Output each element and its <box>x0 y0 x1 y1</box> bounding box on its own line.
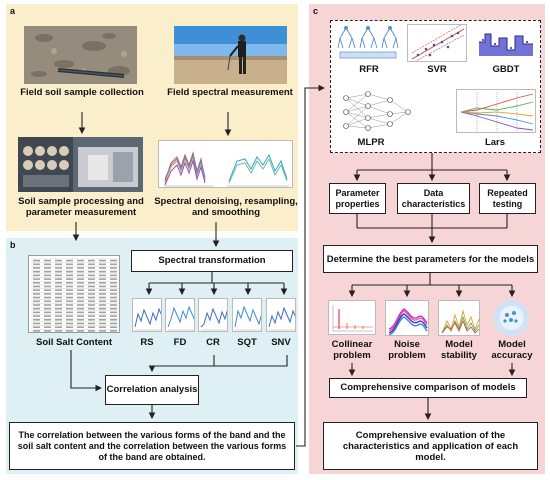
collinear-problem-thumbnail <box>328 300 376 335</box>
noise-problem-label: Noise problem <box>388 339 426 361</box>
lars-label: Lars <box>484 137 506 148</box>
gbdt-label: GBDT <box>492 64 520 75</box>
transform-thumbnail-rs <box>132 298 162 332</box>
spectral-transformation-box: Spectral transformation <box>131 250 293 272</box>
noise-problem-thumbnail <box>385 300 429 336</box>
lab-processing-photo <box>18 137 143 192</box>
panel-c-label: c <box>313 6 319 16</box>
field-spectral-text: Field spectral measurement <box>167 87 293 98</box>
transform-label-snv: SNV <box>271 337 291 348</box>
transform-label-fd: FD <box>173 337 187 348</box>
field-photo <box>174 26 287 84</box>
spectral-curves-thumbnail <box>158 140 293 188</box>
rfr-label: RFR <box>359 64 379 75</box>
data-characteristics-box: Data characteristics <box>397 183 470 214</box>
model-accuracy-thumbnail <box>490 299 533 337</box>
panel-b-label: b <box>10 240 16 250</box>
svr-label: SVR <box>427 64 447 75</box>
parameter-properties-box: Parameter properties <box>329 183 386 214</box>
field-sample-text: Field soil sample collection <box>20 87 144 98</box>
model-stability-label: Model stability <box>441 339 477 361</box>
sample-processing-text: Soil sample processing and parameter mea… <box>18 196 144 218</box>
rfr-model-thumbnail <box>336 24 400 60</box>
gbdt-model-thumbnail <box>477 24 535 62</box>
svr-model-thumbnail <box>407 24 467 62</box>
soil-salt-content-label: Soil Salt Content <box>36 337 112 348</box>
transform-thumbnail-fd <box>165 298 195 332</box>
best-parameters-box: Determine the best parameters for the mo… <box>323 245 538 273</box>
repeated-testing-box: Repeated testing <box>479 183 536 214</box>
transform-thumbnail-snv <box>266 298 296 332</box>
transform-label-sqt: SQT <box>237 337 257 348</box>
panel-a-label: a <box>10 6 16 16</box>
soil-data-table-thumbnail <box>28 255 120 333</box>
transform-thumbnail-sqt <box>232 298 262 332</box>
spectral-denoising-text: Spectral denoising, resampling, and smoo… <box>154 196 298 218</box>
transform-label-rs: RS <box>140 337 154 348</box>
transform-label-cr: CR <box>206 337 220 348</box>
model-stability-thumbnail <box>438 300 480 336</box>
model-accuracy-label: Model accuracy <box>491 339 533 361</box>
lars-model-thumbnail <box>456 89 536 133</box>
comprehensive-comparison-box: Comprehensive comparison of models <box>329 378 527 398</box>
soil-sample-photo <box>24 26 137 84</box>
transform-thumbnail-cr <box>198 298 228 332</box>
mlpr-model-thumbnail <box>338 88 416 134</box>
correlation-result-box: The correlation between the various form… <box>9 422 295 470</box>
comprehensive-evaluation-box: Comprehensive evaluation of the characte… <box>323 422 538 470</box>
correlation-analysis-box: Correlation analysis <box>105 375 199 405</box>
mlpr-label: MLPR <box>357 137 385 148</box>
collinear-problem-label: Collinear problem <box>331 339 373 361</box>
